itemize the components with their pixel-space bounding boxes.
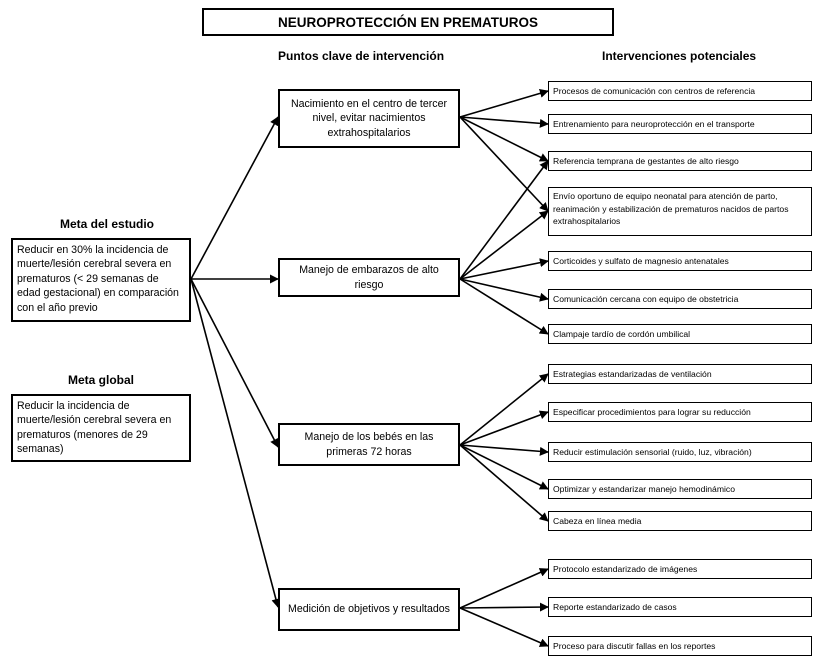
- key-point-first-72-hours: Manejo de los bebés en las primeras 72 h…: [278, 423, 460, 466]
- arrow-key-point-1-to-intervention-3: [459, 210, 549, 280]
- arrow-key-point-2-to-intervention-8: [459, 410, 549, 446]
- arrow-goal-to-key-point-3: [190, 278, 281, 608]
- diagram-title: NEUROPROTECCIÓN EN PREMATUROS: [202, 8, 614, 36]
- intervention-referral-communication: Procesos de comunicación con centros de …: [548, 81, 812, 101]
- key-points-header: Puntos clave de intervención: [278, 49, 445, 63]
- arrow-key-point-3-to-intervention-13: [459, 602, 549, 612]
- arrow-key-point-2-to-intervention-9: [459, 444, 549, 456]
- intervention-neonatal-team-dispatch: Envío oportuno de equipo neonatal para a…: [548, 187, 812, 236]
- arrow-key-point-0-to-intervention-3: [459, 116, 549, 212]
- interventions-header: Intervenciones potenciales: [602, 49, 757, 63]
- arrow-key-point-0-to-intervention-1: [459, 116, 549, 128]
- global-goal-label: Meta global: [68, 373, 135, 387]
- study-goal-box: Reducir en 30% la incidencia de muerte/l…: [11, 238, 191, 322]
- arrow-key-point-2-to-intervention-10: [459, 444, 549, 490]
- arrow-key-point-3-to-intervention-14: [459, 607, 549, 647]
- intervention-delayed-cord-clamping: Clampaje tardío de cordón umbilical: [548, 324, 812, 344]
- arrow-key-point-1-to-intervention-2: [459, 160, 549, 280]
- global-goal-box: Reducir la incidencia de muerte/lesión c…: [11, 394, 191, 462]
- intervention-hemodynamic-management: Optimizar y estandarizar manejo hemodiná…: [548, 479, 812, 499]
- arrow-key-point-1-to-intervention-6: [459, 278, 549, 335]
- intervention-obstetrics-communication: Comunicación cercana con equipo de obste…: [548, 289, 812, 309]
- intervention-case-reporting: Reporte estandarizado de casos: [548, 597, 812, 617]
- key-point-outcome-measurement: Medición de objetivos y resultados: [278, 588, 460, 631]
- key-point-birth-location: Nacimiento en el centro de tercer nivel,…: [278, 89, 460, 148]
- arrow-key-point-2-to-intervention-11: [459, 444, 549, 522]
- arrow-goal-to-key-point-2: [190, 278, 279, 448]
- intervention-antenatal-corticosteroids: Corticoides y sulfato de magnesio antena…: [548, 251, 812, 271]
- key-point-high-risk-pregnancy: Manejo de embarazos de alto riesgo: [278, 258, 460, 297]
- arrow-key-point-3-to-intervention-12: [459, 568, 549, 609]
- intervention-early-referral: Referencia temprana de gestantes de alto…: [548, 151, 812, 171]
- arrow-key-point-1-to-intervention-4: [459, 258, 549, 280]
- arrow-key-point-2-to-intervention-7: [459, 373, 549, 446]
- arrow-key-point-1-to-intervention-5: [459, 278, 549, 302]
- arrow-key-point-0-to-intervention-0: [459, 88, 549, 118]
- arrow-key-point-0-to-intervention-2: [459, 116, 549, 162]
- intervention-transport-training: Entrenamiento para neuroprotección en el…: [548, 114, 812, 134]
- intervention-failure-discussion: Proceso para discutir fallas en los repo…: [548, 636, 812, 656]
- arrow-goal-to-key-point-0: [190, 116, 279, 280]
- intervention-ventilation-strategies: Estrategias estandarizadas de ventilació…: [548, 364, 812, 384]
- study-goal-label: Meta del estudio: [60, 217, 155, 231]
- intervention-reduction-procedures: Especificar procedimientos para lograr s…: [548, 402, 812, 422]
- intervention-imaging-protocol: Protocolo estandarizado de imágenes: [548, 559, 812, 579]
- intervention-sensory-stimulation: Reducir estimulación sensorial (ruido, l…: [548, 442, 812, 462]
- intervention-midline-head: Cabeza en línea media: [548, 511, 812, 531]
